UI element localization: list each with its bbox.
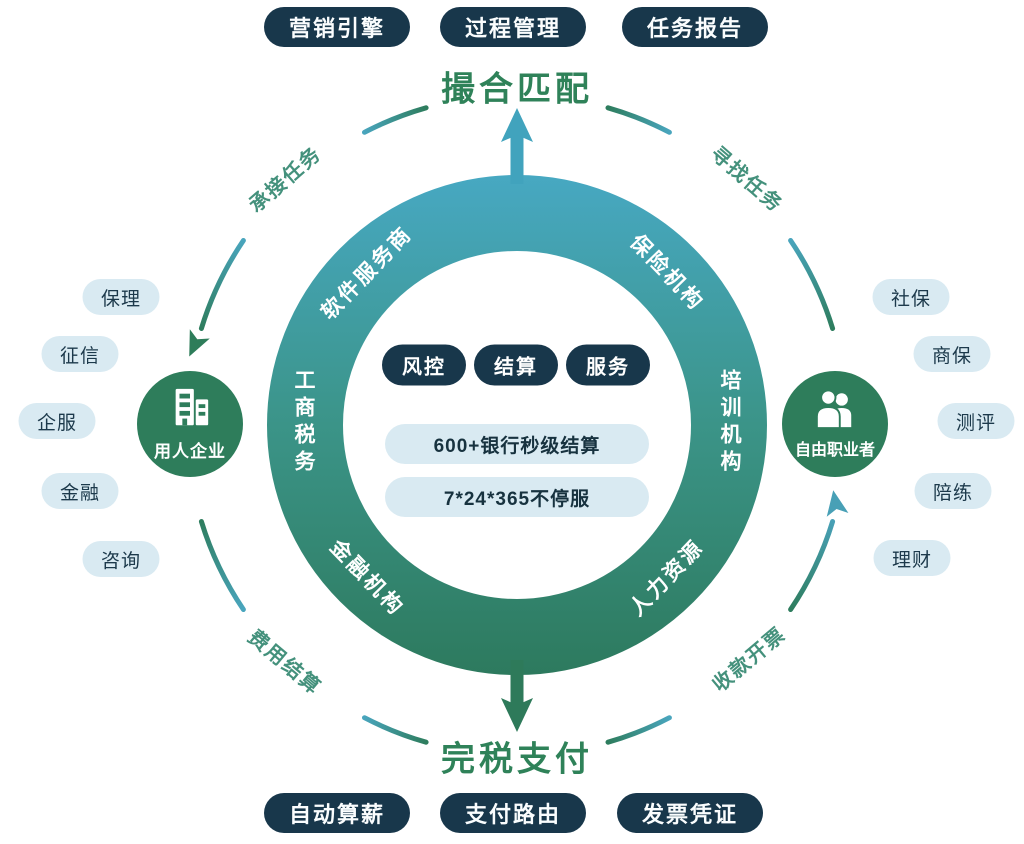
employer-label: 用人企业 [154, 441, 226, 461]
pill-payment-routing: 支付路由 [440, 793, 586, 833]
pill-auto-payroll: 自动算薪 [264, 793, 410, 833]
pill-service: 服务 [566, 344, 650, 386]
pill-coaching: 陪练 [914, 473, 992, 509]
pill-always-on: 7*24*365不停服 [385, 477, 649, 517]
down-arrow [501, 660, 533, 732]
pill-wealth-management: 理财 [873, 540, 951, 576]
pill-bank-settlement: 600+银行秒级结算 [385, 424, 649, 464]
flow-arcs [198, 105, 836, 745]
pill-marketing-engine: 营销引擎 [264, 7, 410, 47]
up-arrow [501, 108, 533, 184]
pill-process-management: 过程管理 [440, 7, 586, 47]
pill-consulting: 咨询 [82, 541, 160, 577]
tax-payment-title: 完税支付 [441, 740, 593, 779]
employer-node: 用人企业 [137, 371, 243, 477]
pill-task-report: 任务报告 [622, 7, 768, 47]
arrowhead-to-freelancer [826, 490, 849, 517]
pill-finance: 金融 [41, 473, 119, 509]
pill-invoice-voucher: 发票凭证 [617, 793, 763, 833]
people-icon [812, 388, 858, 435]
freelancer-label: 自由职业者 [794, 442, 875, 459]
pill-settlement: 结算 [474, 344, 558, 386]
pill-assessment: 测评 [937, 403, 1015, 439]
main-ring [267, 175, 767, 675]
buildings-icon [167, 387, 213, 436]
training-agency-label: 培训机构 [718, 369, 741, 477]
pill-commercial-insurance: 商保 [913, 336, 991, 372]
matching-title: 撮合匹配 [441, 70, 593, 109]
pill-factoring: 保理 [82, 279, 160, 315]
pill-credit-check: 征信 [41, 336, 119, 372]
arrowhead-to-employer [189, 329, 210, 357]
business-tax-label: 工商税务 [292, 369, 315, 477]
pill-enterprise-service: 企服 [18, 403, 96, 439]
pill-risk-control: 风控 [382, 344, 466, 386]
pill-social-insurance: 社保 [872, 279, 950, 315]
freelancer-node: 自由职业者 [782, 371, 888, 477]
